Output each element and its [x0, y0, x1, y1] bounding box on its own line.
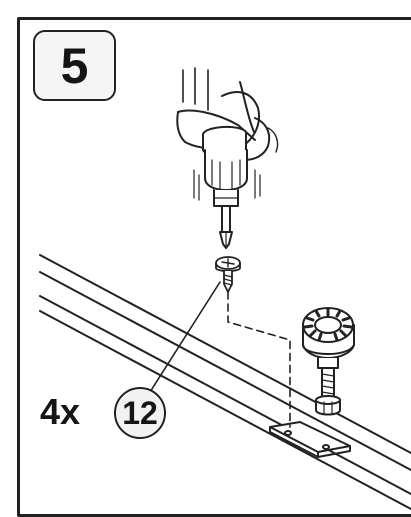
adjustable-foot-icon [302, 307, 355, 416]
frame-rail [39, 254, 411, 510]
step-number-badge: 5 [33, 30, 116, 101]
callout-leader-line [149, 281, 221, 393]
part-number-circle: 12 [114, 387, 166, 439]
mounting-plate [269, 421, 351, 458]
screwdriver-icon [176, 67, 279, 249]
guide-dashed-line [227, 291, 291, 428]
screw-icon [215, 256, 241, 293]
quantity-label: 4x [40, 391, 81, 432]
